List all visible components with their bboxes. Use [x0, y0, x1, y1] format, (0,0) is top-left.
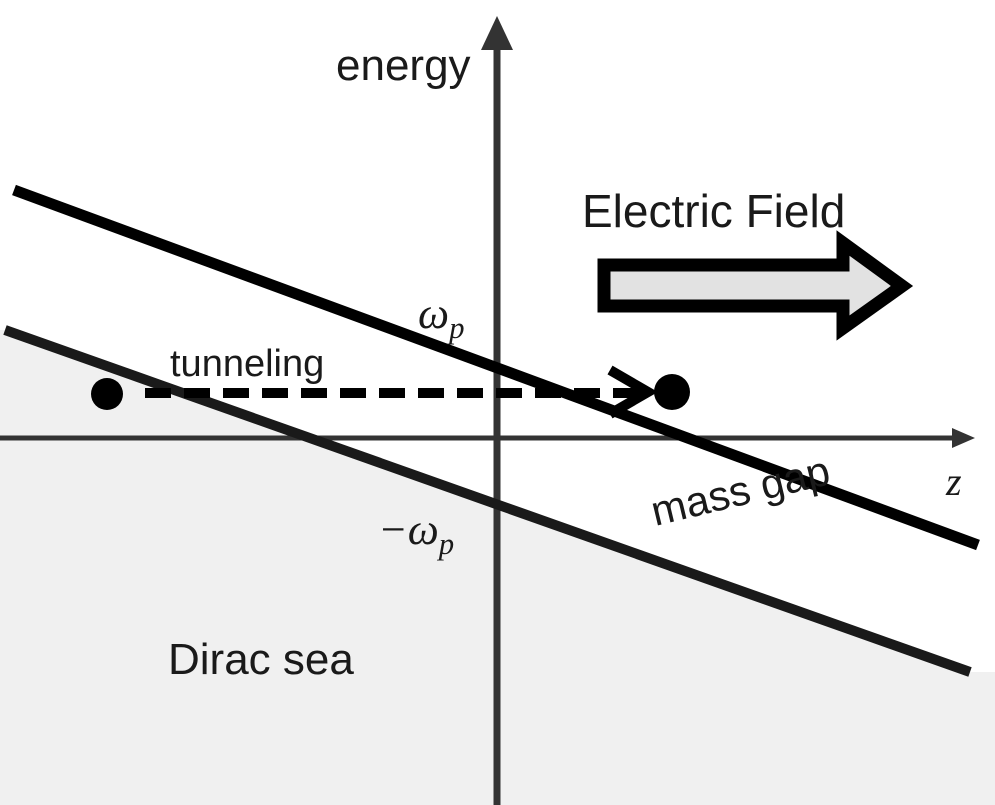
negative-omega-p-label: −ωp — [378, 508, 454, 560]
electron-tunneled-out — [654, 374, 690, 410]
negative-omega-p-symbol: −ω — [378, 505, 439, 554]
omega-p-label: ωp — [418, 292, 464, 344]
z-axis-label: z — [946, 459, 962, 504]
electron-in-dirac-sea — [91, 378, 123, 410]
upper-band-line — [12, 184, 980, 551]
omega-p-symbol: ω — [418, 289, 450, 338]
dirac-sea-label: Dirac sea — [168, 635, 354, 684]
tunneling-dashed-arrow — [145, 365, 658, 419]
electric-field-label: Electric Field — [582, 185, 846, 237]
energy-axis — [481, 16, 513, 805]
lower-band-line — [3, 325, 972, 677]
omega-p-subscript: p — [449, 310, 465, 345]
negative-omega-p-subscript: p — [438, 526, 455, 561]
electric-field-block-arrow — [597, 230, 914, 341]
energy-axis-label: energy — [336, 41, 471, 90]
tunneling-label: tunneling — [170, 343, 325, 385]
z-axis — [0, 428, 975, 448]
